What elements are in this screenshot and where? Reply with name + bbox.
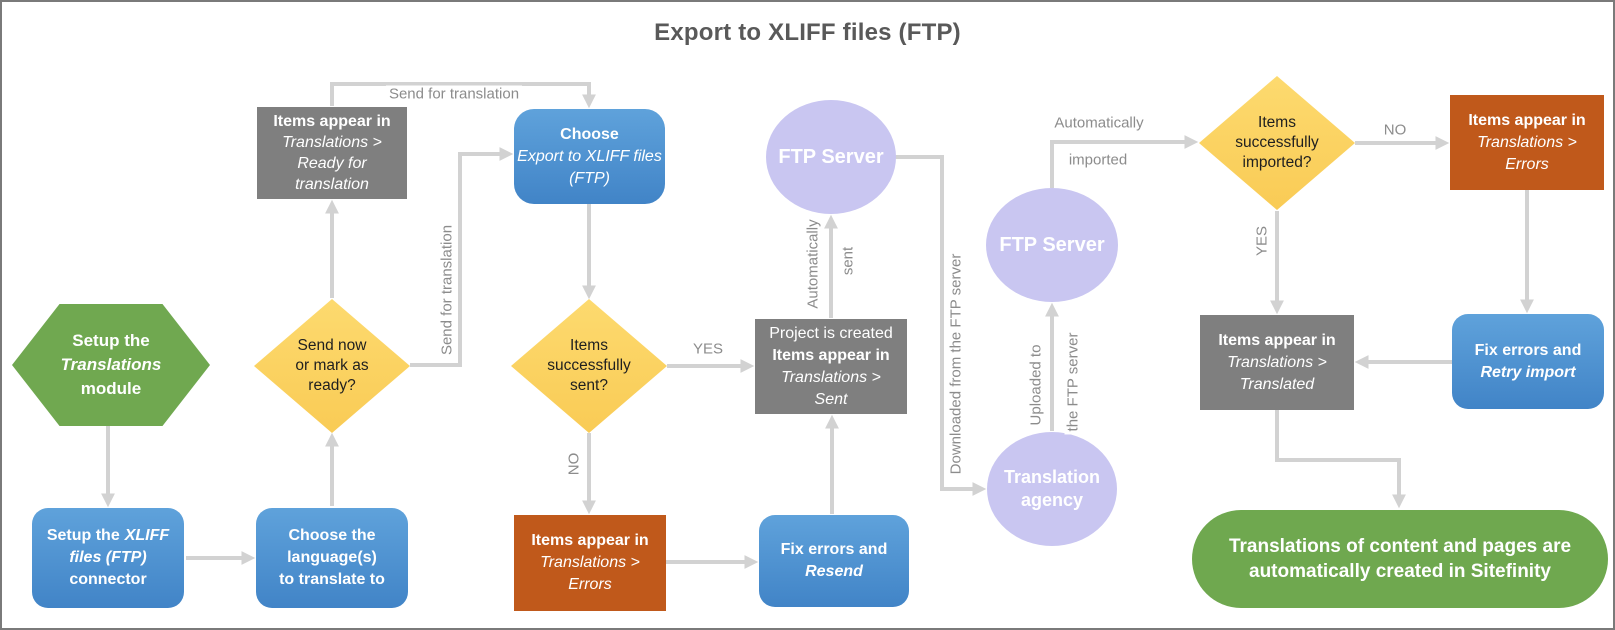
node-line: Retry import <box>1480 363 1576 381</box>
node-line: Choose <box>560 125 619 143</box>
node-setup-translations-module: Setup the Translations module <box>12 304 210 426</box>
node-line: connector <box>69 571 147 588</box>
node-line: automatically created in Sitefinity <box>1249 561 1551 582</box>
node-line: Translations > <box>1477 133 1577 151</box>
node-line: Translation <box>1003 467 1101 487</box>
node-line: or mark as <box>295 357 369 374</box>
node-line: Ready for <box>297 155 367 172</box>
node-items-translated: Items appear in Translations > Translate… <box>1200 315 1354 410</box>
node-project-created-items-sent: Project is created Items appear in Trans… <box>755 319 907 414</box>
node-line: Items appear in <box>1218 331 1336 349</box>
edge-label-send-for-translation-top: Send for translation <box>385 85 523 103</box>
node-line: imported? <box>1242 154 1312 171</box>
node-line: sent? <box>570 377 608 394</box>
node-line: module <box>80 379 142 398</box>
node-line: successfully <box>547 357 631 374</box>
node-line: translation <box>295 176 369 193</box>
node-line: Errors <box>568 576 612 593</box>
node-line: FTP Server <box>778 146 884 168</box>
node-line: Translations <box>60 355 162 374</box>
node-line: Project is created <box>769 324 893 342</box>
node-ftp-server-1: FTP Server <box>766 100 896 214</box>
edge-label-automatically-vertical: Automatically <box>804 216 822 312</box>
node-line: Items appear in <box>531 532 649 549</box>
node-line: agency <box>1020 490 1084 510</box>
edge-label-no-sent: NO <box>565 449 583 479</box>
node-line: Setup the <box>72 331 150 350</box>
node-items-errors-import: Items appear in Translations > Errors <box>1450 95 1604 190</box>
node-line: Items appear in <box>772 346 890 364</box>
node-line: Choose the <box>288 527 376 544</box>
node-line: Send now <box>297 337 367 354</box>
node-choose-languages: Choose the language(s) to translate to <box>256 508 408 608</box>
node-line: files (FTP) <box>69 549 147 566</box>
node-line: Fix errors and <box>780 541 888 558</box>
node-line: Translations > <box>540 554 640 571</box>
node-line: Errors <box>1505 155 1549 173</box>
node-items-errors-send: Items appear in Translations > Errors <box>514 515 666 611</box>
node-ftp-server-2: FTP Server <box>986 188 1118 302</box>
node-line: Export to XLIFF files <box>517 147 662 165</box>
node-fix-errors-retry-import: Fix errors and Retry import <box>1452 314 1604 409</box>
node-line: language(s) <box>287 549 377 566</box>
node-translation-agency: Translation agency <box>987 432 1117 546</box>
node-line: Items <box>1258 114 1296 131</box>
node-line: Items <box>570 337 608 354</box>
node-line: Items appear in <box>273 113 391 130</box>
edge-label-yes-imported: YES <box>1253 222 1271 260</box>
node-line: Translations > <box>282 134 382 151</box>
node-final-result: Translations of content and pages are au… <box>1192 510 1608 608</box>
node-line: Resend <box>805 563 863 580</box>
edge-label-sent-vertical: sent <box>839 243 857 279</box>
edge-label-downloaded-from-ftp: Downloaded from the FTP server <box>947 250 965 478</box>
node-line: FTP Server <box>999 234 1105 256</box>
node-line: Items appear in <box>1468 111 1586 129</box>
edge-label-imported-horizontal: imported <box>1065 151 1131 169</box>
node-text: Setup the <box>46 527 120 544</box>
node-line: Translations > <box>781 368 881 386</box>
node-line: Sent <box>814 390 848 408</box>
node-line: ready? <box>308 377 356 394</box>
edge-label-yes-sent: YES <box>689 340 727 358</box>
node-text: XLIFF <box>124 527 170 544</box>
node-fix-errors-resend: Fix errors and Resend <box>759 515 909 607</box>
diagram-title: Export to XLIFF files (FTP) <box>654 19 961 46</box>
edge-label-uploaded-to: Uploaded to <box>1027 341 1045 429</box>
node-choose-export-xliff: Choose Export to XLIFF files (FTP) <box>514 109 665 204</box>
node-line: to translate to <box>279 571 385 588</box>
node-line: successfully <box>1235 134 1319 151</box>
edge-label-no-imported: NO <box>1380 121 1410 139</box>
node-items-ready-for-translation: Items appear in Translations > Ready for… <box>257 107 407 199</box>
node-line: Translations of content and pages are <box>1228 536 1572 557</box>
node-line: (FTP) <box>569 169 610 187</box>
edge-label-the-ftp-server: the FTP server <box>1064 329 1082 435</box>
node-line: Fix errors and <box>1474 341 1582 359</box>
edge-label-send-for-translation-side: Send for translation <box>438 221 456 359</box>
node-line: Translations > <box>1227 353 1327 371</box>
node-line: Translated <box>1239 375 1315 393</box>
edge-label-automatically-horizontal: Automatically <box>1051 114 1147 132</box>
